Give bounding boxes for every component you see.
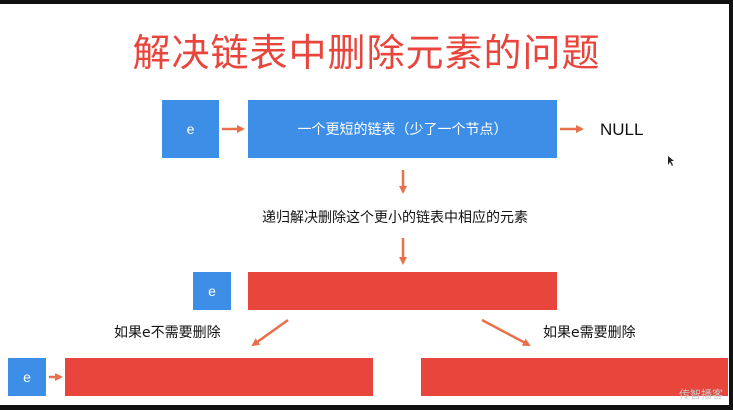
null-label: NULL xyxy=(600,120,644,139)
keep-e-caption: 如果e不需要删除 xyxy=(114,325,221,341)
delete-e-caption: 如果e需要删除 xyxy=(543,325,636,341)
keep-e-result-box xyxy=(65,358,373,396)
delete-e-result-box xyxy=(421,358,728,396)
right-border xyxy=(729,0,733,410)
recursion-caption: 递归解决删除这个更小的链表中相应的元素 xyxy=(262,210,528,226)
arrow-branch-right xyxy=(481,318,531,347)
result-list-box xyxy=(248,272,557,310)
node-e-box: e xyxy=(162,100,219,158)
bottom-border xyxy=(0,405,733,410)
node-e-box-3: e xyxy=(8,358,46,396)
node-e-box-2: e xyxy=(193,272,231,310)
arrow-branch-left xyxy=(251,318,289,347)
slide-title: 解决链表中删除元素的问题 xyxy=(132,31,601,75)
cursor-icon xyxy=(668,156,674,166)
watermark-logo: 传智播客 xyxy=(679,388,723,401)
shorter-list-box: 一个更短的链表（少了一个节点） xyxy=(248,100,557,158)
top-border xyxy=(0,0,733,4)
